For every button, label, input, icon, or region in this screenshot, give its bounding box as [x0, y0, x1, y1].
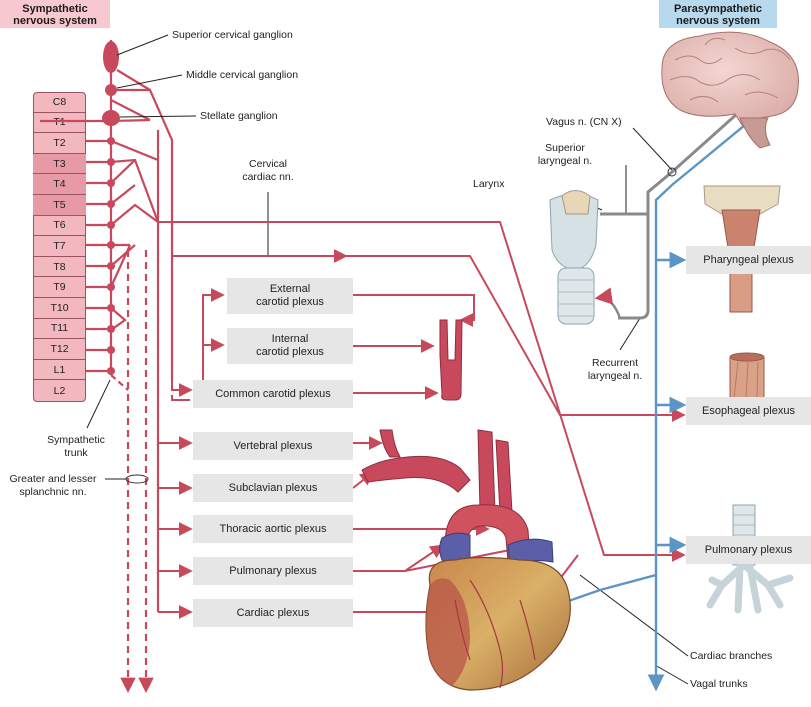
splanchnic-line1: Greater and lesser — [9, 473, 97, 485]
middle-cervical-ganglion-label: Middle cervical ganglion — [186, 69, 299, 81]
splanchnic-marker — [125, 474, 149, 484]
splanchnic-line2: splanchnic nn. — [19, 485, 87, 498]
larynx-illustration — [549, 190, 599, 325]
superior-laryngeal-label: Superior laryngeal n. — [520, 142, 610, 167]
heart-illustration — [361, 319, 571, 691]
spinal-segment-t10: T10 — [33, 298, 86, 319]
sympathetic-header: Sympathetic nervous system — [0, 0, 110, 28]
esophageal-text: Esophageal plexus — [702, 404, 795, 417]
parasympathetic-header-line1: Parasympathetic — [673, 3, 763, 15]
stellate-ganglion-label: Stellate ganglion — [200, 110, 278, 122]
cardiac-branches-label: Cardiac branches — [690, 650, 773, 662]
internal-carotid-line2: carotid plexus — [256, 346, 324, 358]
cervical-cardiac-line2: cardiac nn. — [242, 170, 294, 183]
spinal-segment-l1: L1 — [33, 360, 86, 381]
external-carotid-plexus-box: External carotid plexus — [227, 278, 353, 314]
vagal-trunks-label: Vagal trunks — [690, 678, 748, 690]
sympathetic-trunk-label: Sympathetic trunk — [36, 434, 116, 459]
spinal-segment-t6: T6 — [33, 216, 86, 237]
spinal-segment-t5: T5 — [33, 195, 86, 216]
spinal-segment-t7: T7 — [33, 236, 86, 257]
spinal-segment-t2: T2 — [33, 133, 86, 154]
esophagus-illustration — [729, 352, 765, 401]
pulmonary-para-text: Pulmonary plexus — [704, 543, 793, 556]
spinal-segment-t11: T11 — [33, 319, 86, 340]
parasympathetic-header-line2: nervous system — [676, 15, 760, 27]
leader-lines — [86, 34, 689, 685]
recurrent-laryngeal-label: Recurrent laryngeal n. — [570, 357, 660, 382]
spinal-segment-c8: C8 — [33, 92, 86, 113]
esophageal-plexus-box: Esophageal plexus — [686, 397, 811, 425]
spinal-segment-l2: L2 — [53, 384, 66, 397]
spinal-column — [33, 92, 86, 402]
sympathetic-trunk-line2: trunk — [64, 446, 88, 459]
cardiac-plexus-box: Cardiac plexus — [193, 599, 353, 627]
spinal-segment-t4: T4 — [33, 174, 86, 195]
common-carotid-plexus-box: Common carotid plexus — [193, 380, 353, 408]
cardiac-text: Cardiac plexus — [236, 606, 310, 619]
vagus-label: Vagus n. (CN X) — [546, 116, 622, 128]
internal-carotid-plexus-box: Internal carotid plexus — [227, 328, 353, 364]
superior-laryngeal-line2: laryngeal n. — [537, 154, 593, 167]
ganglia — [102, 41, 120, 375]
cervical-cardiac-label: Cervical cardiac nn. — [228, 158, 308, 183]
subclavian-plexus-box: Subclavian plexus — [193, 474, 353, 502]
larynx-label: Larynx — [473, 178, 505, 190]
spinal-segment-t12: T12 — [33, 339, 86, 360]
thoracic-aortic-text: Thoracic aortic plexus — [219, 522, 327, 535]
sympathetic-header-line2: nervous system — [13, 15, 97, 27]
splanchnic-label: Greater and lesser splanchnic nn. — [0, 473, 106, 498]
spinal-segment-t8: T8 — [33, 257, 86, 278]
superior-laryngeal-line1: Superior — [545, 142, 585, 154]
pulmonary-plexus-box-para: Pulmonary plexus — [686, 536, 811, 564]
external-carotid-line1: External — [269, 283, 311, 295]
spinal-segment-t3: T3 — [33, 153, 86, 175]
vagus-nerve — [594, 111, 739, 320]
spinal-segment-t1: T1 — [33, 113, 86, 134]
vertebral-text: Vertebral plexus — [233, 439, 313, 452]
cervical-cardiac-line1: Cervical — [249, 158, 287, 170]
spinal-segment-t9: T9 — [33, 277, 86, 298]
sympathetic-header-line1: Sympathetic — [22, 3, 88, 15]
pharyngeal-plexus-box: Pharyngeal plexus — [686, 246, 811, 274]
internal-carotid-line1: Internal — [271, 333, 309, 345]
superior-cervical-ganglion-label: Superior cervical ganglion — [172, 29, 293, 41]
recurrent-laryngeal-line1: Recurrent — [591, 357, 639, 369]
parasympathetic-header: Parasympathetic nervous system — [659, 0, 777, 28]
pharyngeal-text: Pharyngeal plexus — [703, 253, 794, 266]
pulmonary-symp-text: Pulmonary plexus — [229, 564, 317, 577]
common-carotid-text: Common carotid plexus — [215, 387, 331, 400]
vertebral-plexus-box: Vertebral plexus — [193, 432, 353, 460]
recurrent-laryngeal-line2: laryngeal n. — [587, 369, 643, 382]
sympathetic-trunk-graphic — [40, 40, 174, 694]
thoracic-aortic-plexus-box: Thoracic aortic plexus — [193, 515, 353, 543]
external-carotid-line2: carotid plexus — [256, 296, 324, 308]
pulmonary-plexus-box-symp: Pulmonary plexus — [193, 557, 353, 585]
sympathetic-trunk-line1: Sympathetic — [47, 434, 105, 446]
subclavian-text: Subclavian plexus — [228, 481, 318, 494]
brain-illustration — [661, 31, 799, 149]
